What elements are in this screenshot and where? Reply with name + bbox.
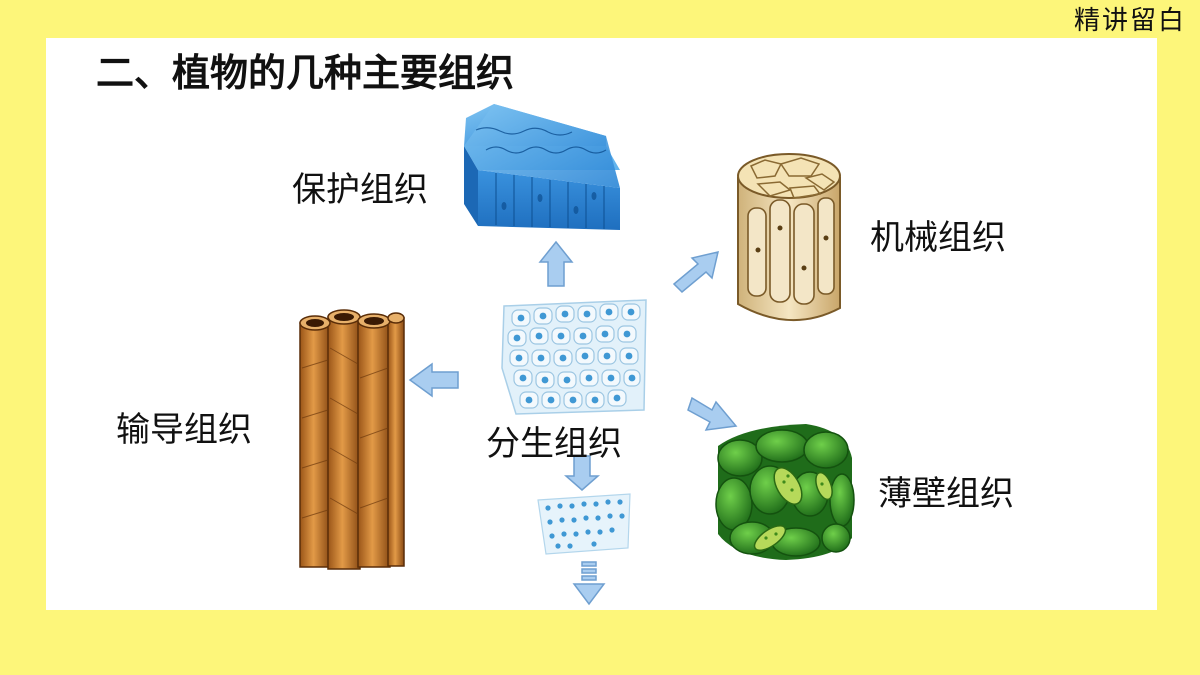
meristem-tissue-icon	[501, 299, 647, 415]
arrow-left-icon	[408, 362, 459, 398]
arrow-down-right-icon	[687, 396, 738, 431]
arrow-down-icon	[564, 455, 600, 491]
protective-tissue-block-icon	[464, 104, 620, 230]
arrow-up-right-icon	[672, 250, 720, 294]
tissue-label-mechanical: 机械组织	[870, 218, 1006, 258]
tissue-label-parenchyma: 薄壁组织	[878, 474, 1014, 514]
small-meristem-icon	[537, 493, 631, 555]
conducting-tissue-vessels-icon	[299, 309, 405, 570]
arrow-up-icon	[538, 240, 574, 287]
tissue-label-protective: 保护组织	[292, 170, 428, 210]
tissue-diagram	[299, 104, 855, 606]
parenchyma-tissue-block-icon	[715, 424, 855, 560]
tissue-label-conducting: 输导组织	[116, 410, 252, 450]
corner-note: 精讲留白	[1073, 6, 1186, 36]
arrow-down-striped-icon	[572, 561, 606, 606]
mechanical-tissue-block-icon	[737, 153, 841, 322]
tissue-label-meristem: 分生组织	[486, 424, 622, 464]
slide-panel: 二、植物的几种主要组织	[46, 38, 1157, 610]
slide-title: 二、植物的几种主要组织	[96, 51, 515, 95]
